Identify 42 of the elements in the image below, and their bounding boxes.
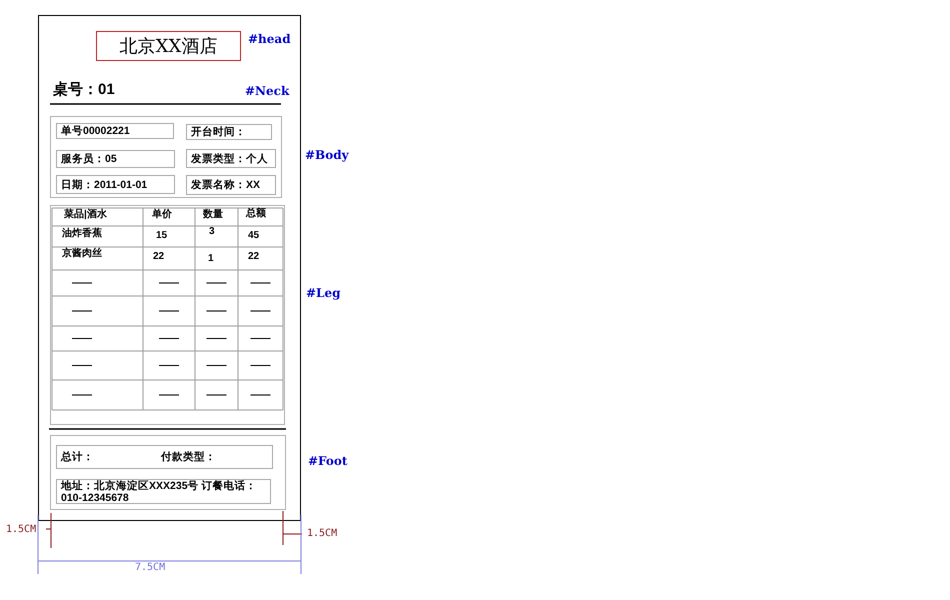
dimension-label: 1.5CM (6, 525, 36, 535)
receipt-page (38, 15, 301, 521)
hotel-name: 北京XX酒店 (120, 34, 218, 58)
field-box (186, 124, 272, 140)
table-number: 桌号：01 (53, 82, 115, 97)
table-cell-text: 油炸香蕉 (62, 229, 102, 239)
field-text: 日期：2011-01-01 (61, 178, 148, 190)
field-box (56, 150, 175, 168)
table-cell-text: 45 (248, 231, 260, 241)
field-text: 开台时间： (191, 126, 246, 138)
table-cell-text: 数量 (203, 210, 223, 220)
table-cell-text: 总额 (246, 209, 266, 219)
field-text: 服务员：05 (61, 153, 117, 165)
field-text: 单号00002221 (61, 125, 130, 137)
panel (50, 435, 286, 510)
field-text: 地址：北京海淀区XXX235号 订餐电话：010-12345678 (61, 480, 258, 504)
field-box (186, 175, 276, 195)
section-tag: #head (248, 33, 291, 45)
title-box (96, 31, 241, 61)
section-tag: #Leg (306, 287, 341, 299)
table-cell-text: 京酱肉丝 (62, 249, 102, 259)
table-cell-text: 单价 (152, 210, 172, 220)
field-box (56, 175, 175, 194)
field-text: 付款类型： (161, 451, 216, 463)
table-cell-text: 22 (248, 252, 260, 262)
table-cell-text: 菜品|酒水 (64, 210, 107, 220)
section-tag: #Neck (245, 85, 290, 97)
panel (50, 116, 282, 198)
field-box (56, 445, 273, 469)
table-cell-text: 3 (209, 227, 215, 237)
field-box (186, 149, 276, 168)
field-text: 总计： (61, 451, 94, 463)
dimension-label: 7.5CM (135, 563, 166, 573)
field-text: 发票类型：个人 (191, 152, 268, 164)
field-text: 发票名称：XX (191, 179, 260, 191)
dimension-label: 1.5CM (307, 529, 338, 539)
table-cell-text: 22 (153, 252, 164, 262)
field-box (56, 123, 174, 139)
section-tag: #Body (305, 149, 349, 161)
table-cell-text: 1 (208, 254, 214, 264)
section-tag: #Foot (308, 455, 348, 467)
table-cell-text: 15 (156, 231, 168, 241)
